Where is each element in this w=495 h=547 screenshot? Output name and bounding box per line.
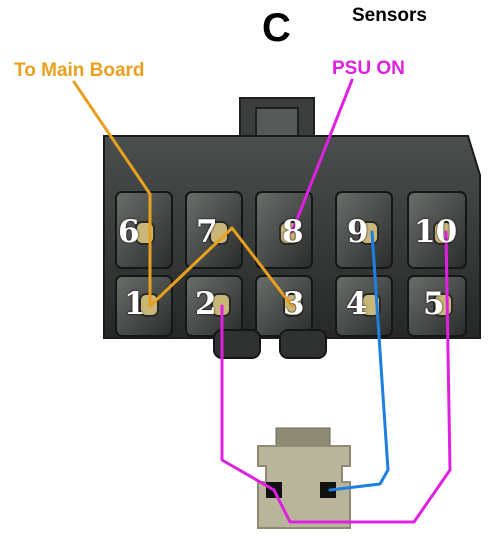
contact-sockets	[135, 221, 453, 317]
to-main-board-label: To Main Board	[14, 60, 145, 81]
psu-on-label: PSU ON	[332, 58, 405, 79]
sensors-label: Sensors	[352, 5, 427, 26]
jumper-1-7-3-wire	[148, 226, 294, 308]
psu-on-wire	[290, 78, 354, 234]
pin-number-6: 6	[118, 214, 140, 250]
pin-number-7: 7	[196, 214, 218, 250]
to-main-board-wire	[72, 80, 152, 308]
pin-number-3: 3	[283, 286, 305, 322]
key-bump	[279, 329, 327, 359]
pin-number-2: 2	[195, 286, 217, 322]
pin9-blue-wire	[328, 230, 390, 492]
pin-number-9: 9	[347, 214, 369, 250]
ten-pin-connector	[103, 97, 481, 359]
pin-number-8: 8	[282, 214, 304, 250]
plug-body	[257, 445, 351, 529]
pin-number-4: 4	[346, 286, 368, 322]
pin2-pin10-loop-wire	[220, 230, 452, 524]
key-bump	[213, 329, 261, 359]
plug-socket-right	[320, 482, 336, 498]
pin-number-5: 5	[423, 286, 445, 322]
pin-number-10: 10	[414, 214, 458, 250]
title-letter: C	[262, 6, 291, 50]
two-pin-plug	[257, 427, 351, 529]
pin-number-1: 1	[124, 286, 146, 322]
